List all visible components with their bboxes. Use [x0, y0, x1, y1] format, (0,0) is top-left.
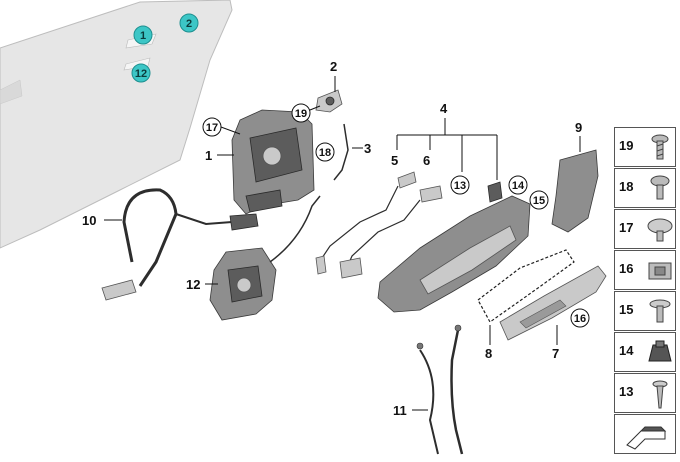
lower-cable-part: [416, 324, 464, 455]
callout-11: 11: [393, 403, 407, 418]
flange-screw-icon: [649, 299, 671, 323]
callout-2: 2: [330, 59, 337, 74]
callout-10: 10: [82, 213, 96, 228]
tapping-screw-icon: [652, 380, 668, 409]
callout-18: 18: [315, 142, 335, 162]
legend-item: 13: [614, 373, 676, 413]
hardware-legend: 19 18 17 16 15 14: [614, 127, 678, 457]
callout-3: 3: [364, 141, 371, 156]
screw-icon: [651, 134, 669, 160]
door-marker-1: 1: [133, 25, 153, 45]
leader-17: [220, 126, 241, 135]
legend-number: 17: [619, 220, 634, 235]
svg-text:13: 13: [454, 180, 466, 192]
legend-number: 13: [619, 384, 634, 399]
bowden-cable-part: [101, 188, 259, 301]
clip-nut-icon: [648, 262, 672, 280]
grommet-icon: [648, 340, 672, 362]
lower-latch-part: [209, 247, 277, 321]
svg-text:17: 17: [206, 122, 218, 134]
svg-text:18: 18: [319, 147, 331, 159]
callout-7: 7: [552, 346, 559, 361]
callout-15: 15: [529, 190, 549, 210]
bracket-9-part: [551, 149, 599, 233]
legend-number: 19: [619, 138, 634, 153]
legend-number: 14: [619, 343, 634, 358]
callout-4: 4: [440, 101, 448, 116]
legend-item: 17: [614, 209, 676, 249]
door-marker-2: 2: [179, 13, 199, 33]
legend-item: 14: [614, 332, 676, 372]
door-marker-12: 12: [131, 63, 151, 83]
callout-13: 13: [450, 175, 470, 195]
svg-text:1: 1: [140, 30, 146, 42]
callout-16: 16: [570, 308, 590, 328]
rod-part: [333, 123, 349, 181]
inner-cable-part: [269, 195, 321, 263]
legend-item: 18: [614, 168, 676, 208]
svg-text:14: 14: [512, 180, 525, 192]
callout-9: 9: [575, 120, 582, 135]
callout-19: 19: [291, 103, 311, 123]
svg-text:2: 2: [186, 18, 192, 30]
callout-8: 8: [485, 346, 492, 361]
door-lock-part: [231, 109, 315, 215]
svg-text:16: 16: [574, 313, 586, 325]
leader-4: [396, 118, 498, 180]
callout-17: 17: [202, 117, 222, 137]
callout-12: 12: [186, 277, 200, 292]
svg-text:12: 12: [135, 68, 147, 80]
flat-screw-icon: [650, 175, 670, 200]
legend-number: 16: [619, 261, 634, 276]
callout-14: 14: [508, 175, 528, 195]
bracket-part: [315, 89, 343, 113]
svg-text:19: 19: [295, 108, 307, 120]
outer-handle-part: [499, 265, 607, 341]
rivet-icon: [647, 218, 673, 242]
legend-item: 16: [614, 250, 676, 290]
fold-arrow-icon: [626, 426, 667, 450]
legend-item: 15: [614, 291, 676, 331]
legend-item: [614, 414, 676, 454]
callout-1: 1: [205, 148, 212, 163]
callout-5: 5: [391, 153, 398, 168]
callout-6: 6: [423, 153, 430, 168]
svg-text:15: 15: [533, 195, 545, 207]
handle-carrier-part: [377, 181, 531, 313]
bowden-cable-small-part: [315, 171, 443, 279]
legend-number: 15: [619, 302, 634, 317]
legend-number: 18: [619, 179, 634, 194]
gasket-part: [477, 249, 575, 323]
leader-19: [309, 105, 321, 111]
legend-item: 19: [614, 127, 676, 167]
door-panel: [0, 0, 233, 249]
